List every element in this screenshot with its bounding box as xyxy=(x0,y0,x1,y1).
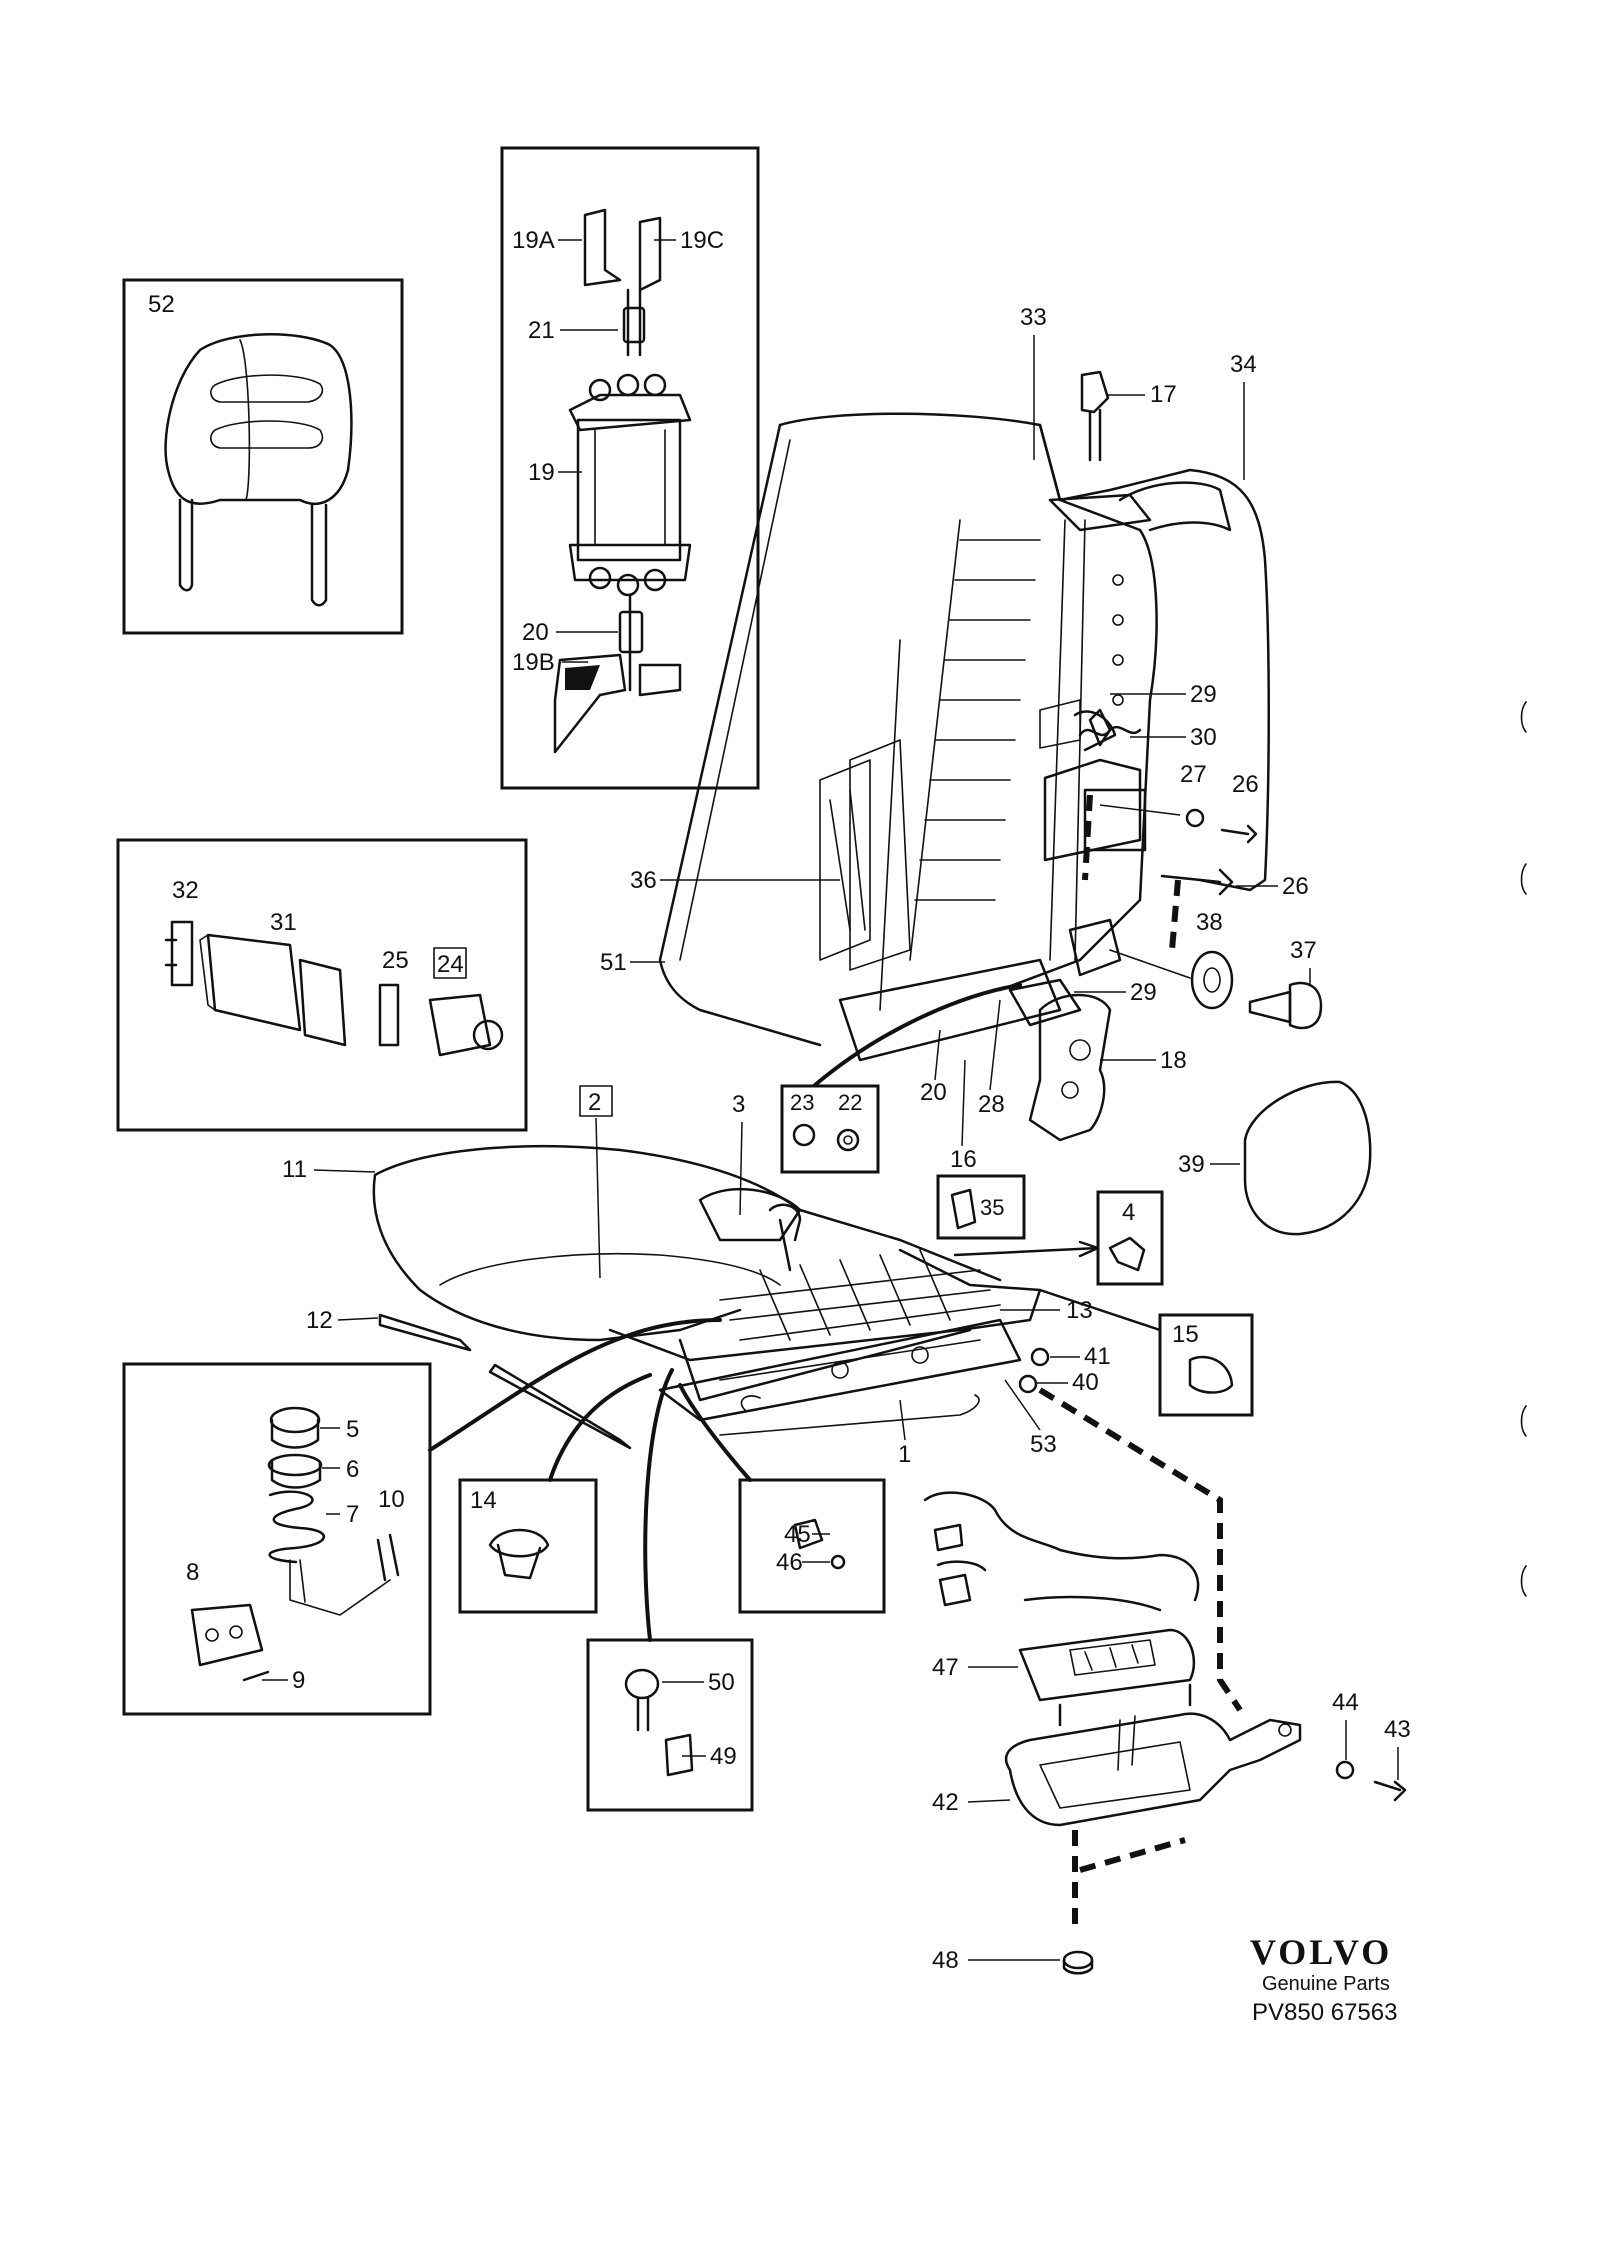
callout-2: 2 xyxy=(588,1089,601,1116)
callout-10: 10 xyxy=(378,1486,405,1513)
callout-41: 41 xyxy=(1084,1343,1111,1370)
callout-48: 48 xyxy=(932,1947,959,1974)
inset-box-15: 15 xyxy=(1038,1288,1254,1417)
callout-24: 24 xyxy=(437,951,464,978)
inset-box-motor: 19A 19C 21 19 20 19B xyxy=(500,146,760,790)
inset-box-spring: 5 6 7 8 9 10 xyxy=(122,1362,432,1716)
inset-box-headrest: 52 xyxy=(122,278,404,635)
callout-4: 4 xyxy=(1122,1199,1135,1226)
callout-11: 11 xyxy=(282,1156,307,1183)
callout-26-lower: 26 xyxy=(1282,873,1309,900)
callout-17: 17 xyxy=(1150,381,1177,408)
callout-26-upper: 26 xyxy=(1232,771,1259,798)
inset-box-switches: 32 31 25 24 xyxy=(116,838,528,1132)
motor-part xyxy=(553,208,692,754)
callout-3: 3 xyxy=(732,1091,745,1118)
margin-mark xyxy=(1520,1405,1527,1437)
callout-44: 44 xyxy=(1332,1689,1359,1716)
callout-21: 21 xyxy=(528,317,555,344)
callout-34: 34 xyxy=(1230,351,1257,378)
part-48 xyxy=(1062,1950,1094,1975)
callout-29-lower: 29 xyxy=(1130,979,1157,1006)
callout-23: 23 xyxy=(790,1090,814,1115)
callout-29-upper: 29 xyxy=(1190,681,1217,708)
callout-50: 50 xyxy=(708,1669,735,1696)
callout-1: 1 xyxy=(898,1441,911,1468)
callout-19: 19 xyxy=(528,459,555,486)
part-39 xyxy=(1243,1080,1372,1236)
callout-14: 14 xyxy=(470,1487,497,1514)
callout-20-main: 20 xyxy=(920,1079,947,1106)
callout-15: 15 xyxy=(1172,1321,1199,1348)
brand-block: VOLVO Genuine Parts PV850 67563 xyxy=(1250,1932,1397,2026)
callout-28: 28 xyxy=(978,1091,1005,1118)
callout-49: 49 xyxy=(710,1743,737,1770)
callout-19A: 19A xyxy=(512,227,555,254)
callout-16: 16 xyxy=(950,1146,977,1173)
callout-42: 42 xyxy=(932,1789,959,1816)
callout-38: 38 xyxy=(1196,909,1223,936)
callout-27: 27 xyxy=(1180,761,1207,788)
callout-53: 53 xyxy=(1030,1431,1057,1458)
callout-35: 35 xyxy=(980,1195,1004,1220)
callout-30: 30 xyxy=(1190,724,1217,751)
headrest-part xyxy=(164,333,353,607)
callout-13: 13 xyxy=(1066,1297,1093,1324)
inset-box-45: 45 46 xyxy=(738,1478,886,1614)
callout-6: 6 xyxy=(346,1456,359,1483)
control-panel-part xyxy=(923,1491,1302,1827)
callout-5: 5 xyxy=(346,1416,359,1443)
inset-box-4: 4 xyxy=(953,1190,1164,1286)
callout-31: 31 xyxy=(270,909,297,936)
callout-19B: 19B xyxy=(512,649,555,676)
callout-46: 46 xyxy=(776,1549,803,1576)
callout-36: 36 xyxy=(630,867,657,894)
margin-mark xyxy=(1520,863,1527,895)
inset-box-49: 50 49 xyxy=(586,1638,754,1812)
seat-cushion-part xyxy=(372,1144,1042,1450)
part-reference-number: PV850 67563 xyxy=(1252,1999,1397,2026)
callout-18: 18 xyxy=(1160,1047,1187,1074)
callout-40: 40 xyxy=(1072,1369,1099,1396)
callout-52: 52 xyxy=(148,291,175,318)
callout-43: 43 xyxy=(1384,1716,1411,1743)
brand-subtitle: Genuine Parts xyxy=(1262,1973,1390,1995)
callout-37: 37 xyxy=(1290,937,1317,964)
inset-box-14: 14 xyxy=(458,1478,598,1614)
callout-47: 47 xyxy=(932,1654,959,1681)
callout-19C: 19C xyxy=(680,227,724,254)
callout-8: 8 xyxy=(186,1559,199,1586)
callout-25: 25 xyxy=(382,947,409,974)
callout-7: 7 xyxy=(346,1501,359,1528)
callout-32: 32 xyxy=(172,877,199,904)
knob-parts xyxy=(1068,918,1323,1030)
callout-39: 39 xyxy=(1178,1151,1205,1178)
margin-mark xyxy=(1520,701,1527,733)
callout-9: 9 xyxy=(292,1667,305,1694)
inset-box-nuts: 23 22 xyxy=(780,1084,880,1174)
spring-part xyxy=(190,1406,400,1682)
callout-22: 22 xyxy=(838,1090,862,1115)
volvo-logo: VOLVO xyxy=(1250,1932,1392,1972)
callout-33: 33 xyxy=(1020,304,1047,331)
margin-mark xyxy=(1520,1565,1527,1597)
callout-12: 12 xyxy=(306,1307,333,1334)
switch-part xyxy=(164,920,504,1057)
callout-51: 51 xyxy=(600,949,627,976)
inset-box-35: 35 xyxy=(936,1174,1026,1240)
seat-back-part xyxy=(658,412,1270,1142)
part-17 xyxy=(1080,370,1110,462)
callout-20-motor: 20 xyxy=(522,619,549,646)
